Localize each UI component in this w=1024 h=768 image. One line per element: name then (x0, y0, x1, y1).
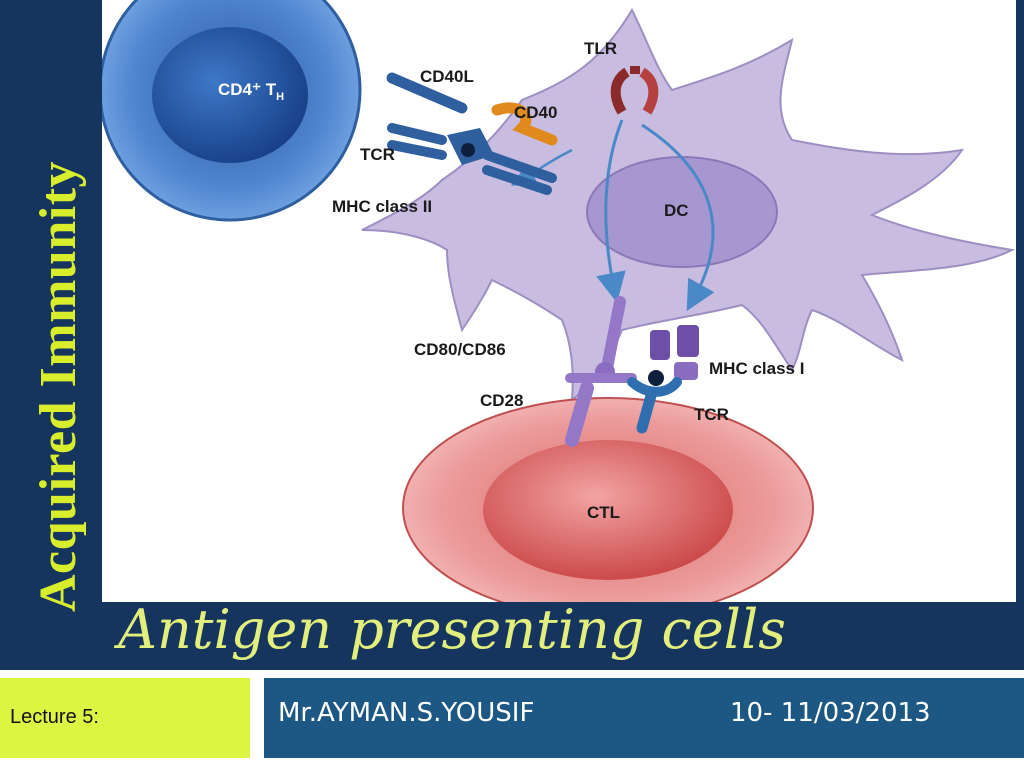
label-cd28: CD28 (480, 391, 523, 410)
sidebar-title: Acquired Immunity (30, 160, 87, 612)
label-cd4-main: CD4⁺ T (218, 80, 277, 99)
label-dc: DC (664, 201, 689, 220)
lecture-label: Lecture 5: (10, 706, 99, 728)
label-tcr-top: TCR (360, 145, 395, 164)
label-cd40: CD40 (514, 103, 557, 122)
label-mhc-class-ii: MHC class II (332, 197, 432, 216)
cd40l-receptor (386, 72, 468, 114)
figure-panel: CD40L CD40 TCR MHC class II TLR DC CD80/… (102, 0, 1016, 602)
tcr-top-receptor (387, 123, 447, 160)
mhc-class-ii-receptor (447, 128, 557, 195)
cd4-th-cell-nucleus (152, 27, 308, 163)
lecture-date: 10- 11/03/2013 (730, 698, 931, 728)
label-cd4-subscript: H (276, 91, 284, 103)
cd40-receptor (491, 102, 558, 146)
ctl-cell-nucleus (483, 440, 733, 580)
slide-title: Antigen presenting cells (118, 598, 786, 661)
info-box: Mr.AYMAN.S.YOUSIF 10- 11/03/2013 (264, 678, 1024, 758)
mhc-class-i-receptor (648, 325, 699, 386)
label-mhc-class-i: MHC class I (709, 359, 804, 378)
label-tcr-bottom: TCR (694, 405, 729, 424)
lecture-box: Lecture 5: (0, 678, 250, 758)
label-tlr: TLR (584, 39, 617, 58)
immune-synapse-diagram: CD40L CD40 TCR MHC class II TLR DC CD80/… (102, 0, 1016, 602)
signal-arrow-1 (596, 119, 626, 303)
tcr-bottom-receptor (627, 377, 682, 434)
label-ctl: CTL (587, 503, 620, 522)
author-name: Mr.AYMAN.S.YOUSIF (278, 698, 535, 728)
label-cd40l: CD40L (420, 67, 474, 86)
signal-arrow-2 (641, 123, 715, 312)
label-cd4-cell: CD4⁺ TH (218, 80, 284, 103)
cd80-cd86-cd28-receptor (565, 296, 637, 447)
tlr-receptor (610, 66, 659, 115)
label-cd80-cd86: CD80/CD86 (414, 340, 506, 359)
